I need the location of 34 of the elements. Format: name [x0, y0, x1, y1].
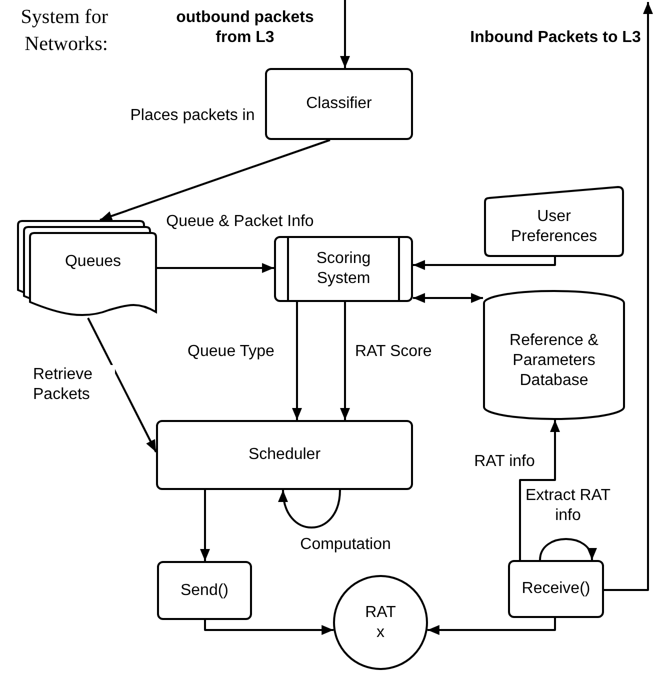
arrow: [87, 318, 157, 452]
node-label: Send(): [180, 580, 229, 600]
arrow: [340, 302, 350, 420]
circle-node: [333, 575, 428, 670]
predefined-process-box: [274, 236, 413, 302]
caption-text: System for Networks:: [20, 5, 108, 57]
node-label: Scheduler: [248, 445, 321, 465]
node-label: Queues: [64, 252, 122, 272]
process-box: [265, 68, 413, 140]
arrow: [292, 302, 302, 420]
arrow: [413, 257, 556, 270]
process-box: [508, 560, 604, 618]
node-label: Scoring System: [315, 249, 372, 289]
node-label: Reference & Parameters Database: [508, 331, 600, 391]
arrow: [427, 618, 556, 635]
process-box: [156, 420, 413, 490]
arrow: [200, 490, 210, 561]
document-stack: [17, 220, 157, 318]
arrow: [157, 263, 274, 273]
process-box: [157, 561, 252, 620]
arrow: [519, 420, 560, 560]
arrow: [604, 2, 653, 591]
arrow: [100, 139, 330, 221]
node-label: Receive(): [522, 579, 590, 599]
manual-input-box: [484, 186, 624, 257]
arrow: [204, 620, 334, 635]
arrow: [413, 293, 483, 303]
arrow: [340, 0, 350, 68]
node-label: Classifier: [306, 94, 372, 114]
database-cylinder: [483, 290, 625, 420]
loop-arrow: [279, 490, 341, 528]
node-label: User Preferences: [510, 206, 598, 246]
node-label: RAT x: [364, 602, 397, 642]
loop-arrow: [539, 538, 596, 560]
